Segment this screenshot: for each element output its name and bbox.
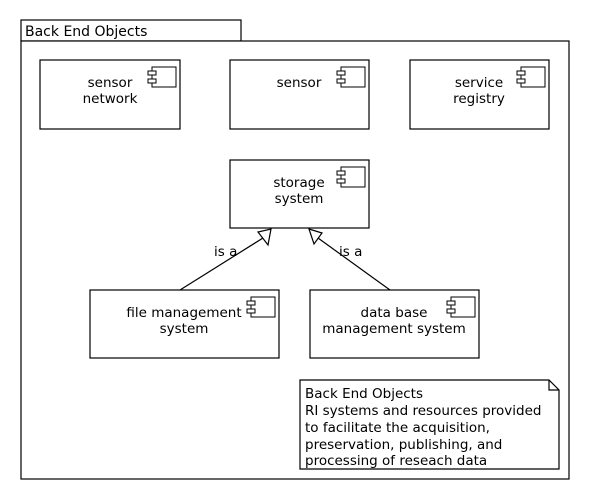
component-label-line: system	[275, 191, 324, 207]
generalization-line	[317, 237, 391, 291]
component-service-registry[interactable]: service registry	[409, 59, 550, 130]
generalization-line	[179, 237, 264, 291]
generalization-arrowhead-icon	[256, 228, 272, 247]
component-label-line: system	[160, 321, 209, 337]
component-label-line: service	[455, 75, 503, 91]
component-label-line: registry	[453, 91, 505, 107]
note-line: to facilitate the acquisition,	[305, 420, 490, 436]
package-title: Back End Objects	[25, 24, 147, 40]
relation-label: is a	[214, 244, 237, 260]
component-label-line: management system	[322, 321, 466, 337]
component-sensor-network[interactable]: sensor network	[39, 59, 181, 130]
component-icon	[336, 66, 366, 88]
component-storage-system[interactable]: storage system	[229, 159, 370, 229]
component-label-line: file management	[126, 305, 241, 321]
component-label-line: storage	[273, 175, 324, 191]
note-line: preservation, publishing, and	[305, 437, 502, 453]
note-line: Back End Objects	[305, 386, 423, 402]
component-file-management-system[interactable]: file management system	[89, 289, 280, 359]
component-icon	[446, 296, 476, 318]
component-icon	[246, 296, 276, 318]
component-icon	[336, 166, 366, 188]
relation-label: is a	[339, 244, 362, 260]
note-shape	[299, 379, 560, 470]
note-line: processing of reseach data	[305, 453, 487, 469]
component-label-line: network	[83, 91, 138, 107]
component-icon	[516, 66, 546, 88]
generalization-arrowhead-icon	[308, 228, 323, 246]
component-label-line: data base	[361, 305, 428, 321]
component-label-line: sensor	[277, 75, 322, 91]
component-label-line: sensor	[88, 75, 133, 91]
note-back-end-objects: Back End Objects RI systems and resource…	[299, 379, 560, 470]
component-data-base-management-system[interactable]: data base management system	[309, 289, 480, 359]
relation-file-is-a: is a	[179, 228, 272, 291]
component-sensor[interactable]: sensor	[229, 59, 370, 130]
component-icon	[147, 66, 177, 88]
note-line: RI systems and resources provided	[305, 403, 541, 419]
relation-database-is-a: is a	[308, 228, 391, 291]
note-fold-icon	[548, 380, 559, 391]
